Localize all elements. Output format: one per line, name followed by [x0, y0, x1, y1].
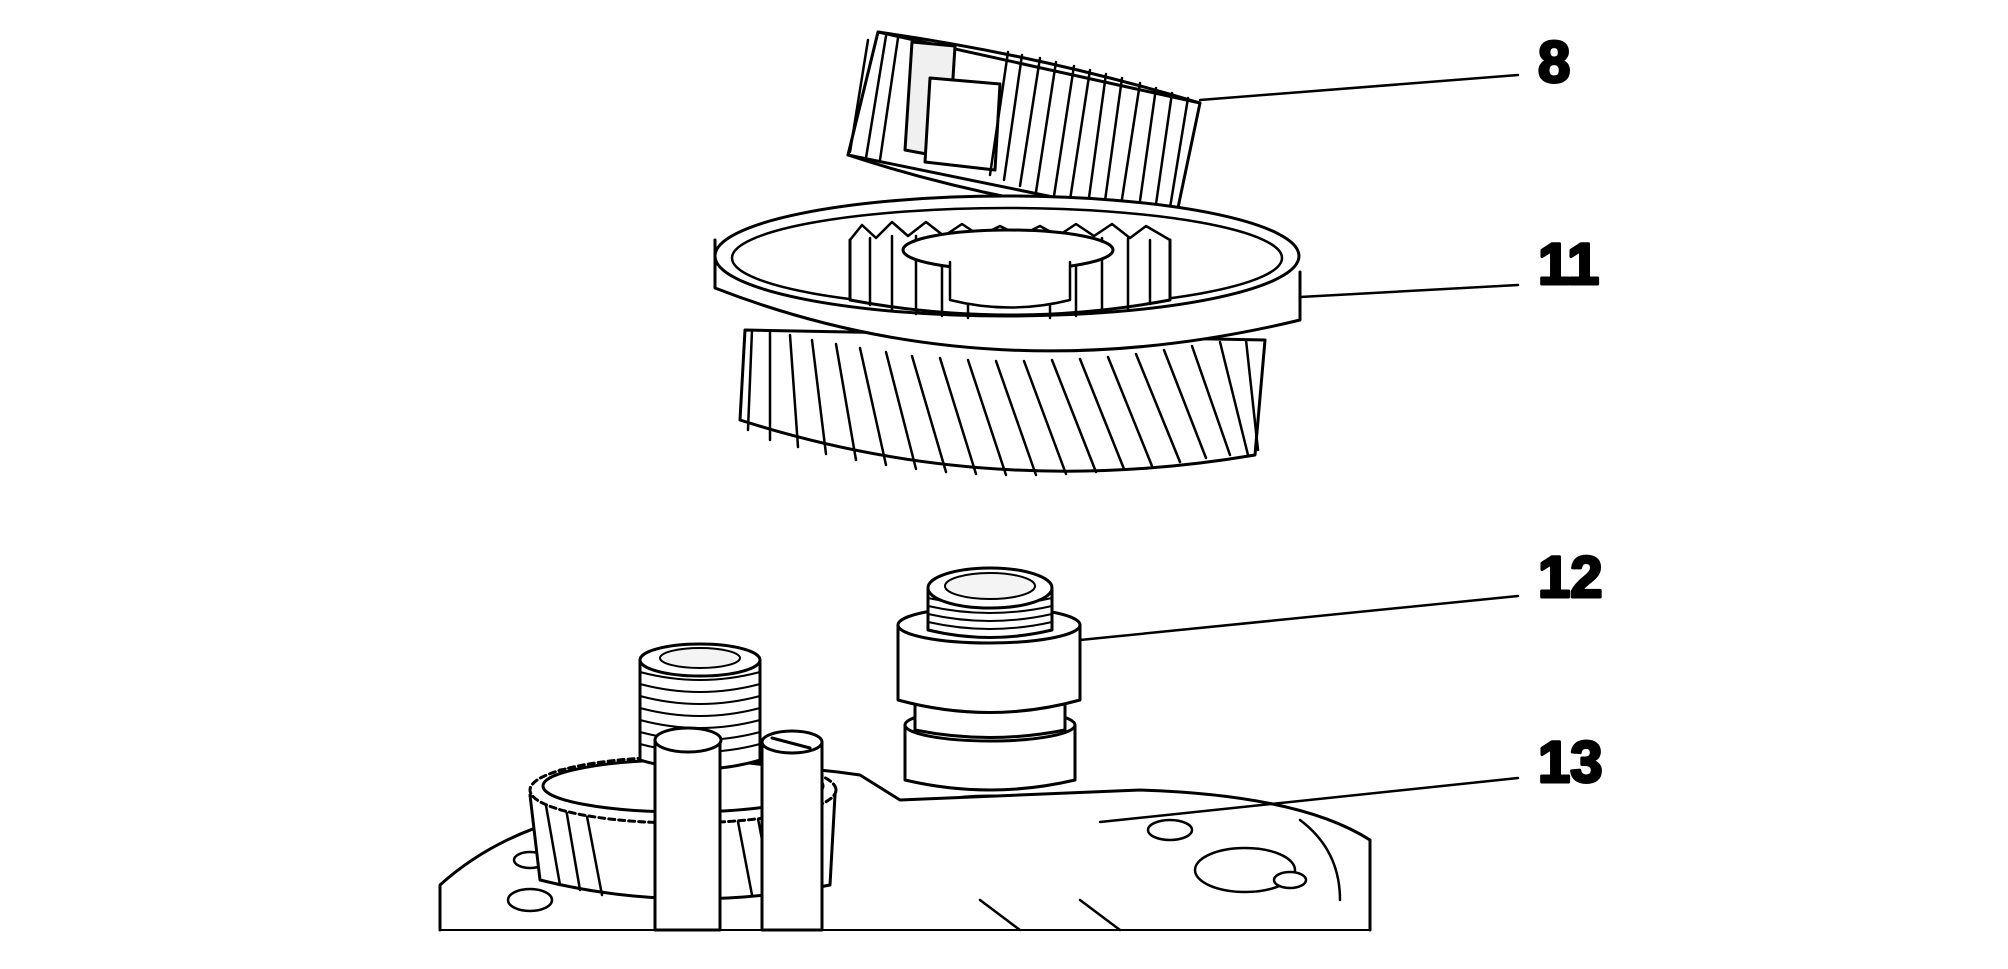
part-12-bearing-stack — [896, 566, 1082, 792]
callout-12: 12 — [1538, 545, 1603, 610]
callout-11: 11 — [1538, 232, 1599, 297]
leader-line-11 — [1298, 283, 1520, 299]
part-11-ring-gear — [713, 194, 1302, 477]
callout-13: 13 — [1538, 730, 1603, 795]
callout-8: 8 — [1538, 30, 1570, 95]
leader-line-8 — [1198, 73, 1520, 102]
leader-line-12 — [1078, 594, 1520, 642]
housing-base-assembly — [438, 642, 1372, 932]
leader-line-13 — [1098, 776, 1520, 824]
callout-labels: 8 11 12 13 — [1537, 29, 1605, 797]
leader-lines — [1078, 73, 1520, 824]
part-8-pinion-gear — [846, 30, 1202, 224]
